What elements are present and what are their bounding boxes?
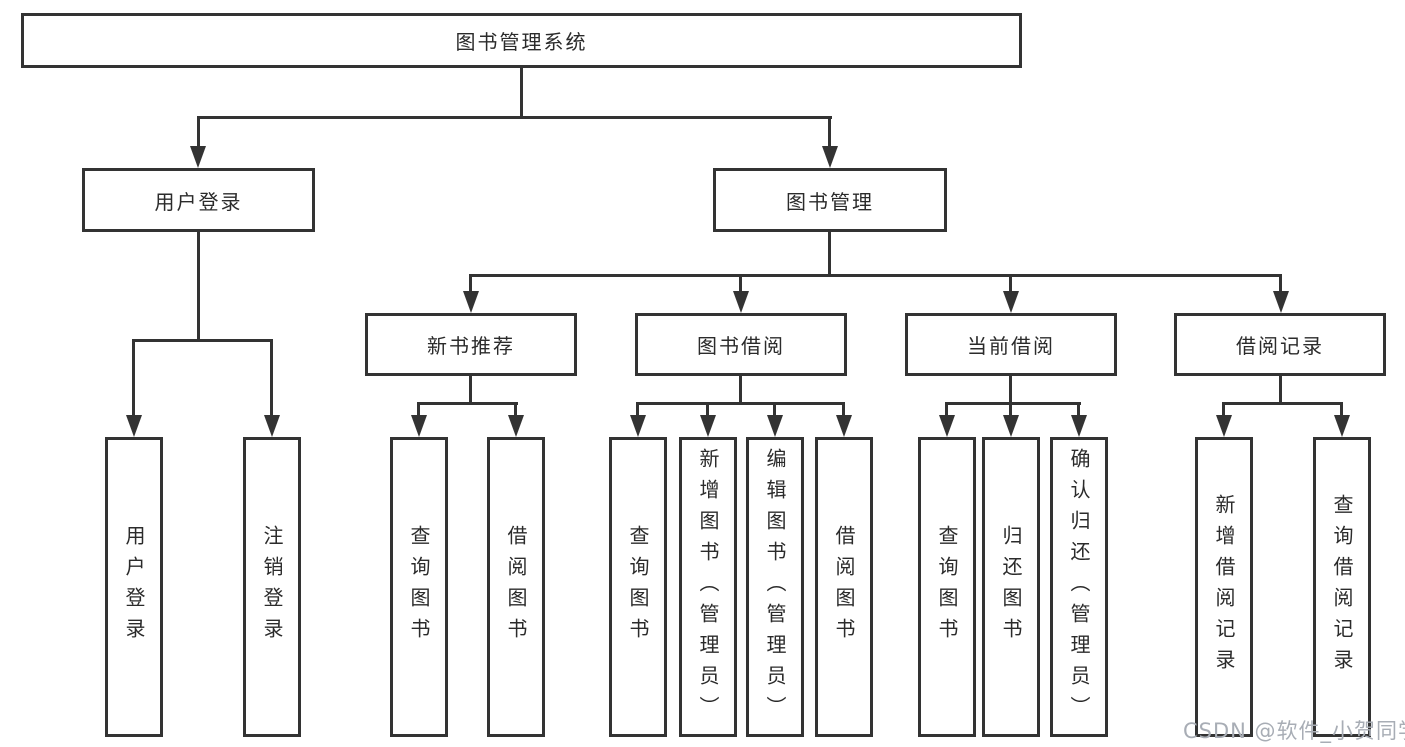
- connector-line: [1222, 402, 1225, 420]
- connector-line: [417, 402, 518, 405]
- arrow-head-icon: [939, 415, 955, 437]
- node-new-book-recommend: 新书推荐: [365, 313, 577, 376]
- leaf-query-books-recommend: 查询图书: [390, 437, 448, 737]
- arrow-head-icon: [1216, 415, 1232, 437]
- connector-line: [1009, 376, 1012, 405]
- leaf-borrow-books: 借阅图书: [815, 437, 873, 737]
- leaf-query-books-current: 查询图书: [918, 437, 976, 737]
- connector-line: [945, 402, 1081, 405]
- node-current-borrow: 当前借阅: [905, 313, 1117, 376]
- arrow-head-icon: [836, 415, 852, 437]
- node-label: 查询图书: [626, 525, 650, 649]
- node-label: 借阅图书: [504, 525, 528, 649]
- arrow-head-icon: [508, 415, 524, 437]
- node-label: 查询图书: [935, 525, 959, 649]
- leaf-query-books-borrow: 查询图书: [609, 437, 667, 737]
- connector-line: [417, 402, 420, 420]
- node-label: 注销登录: [260, 525, 284, 649]
- csdn-watermark: CSDN @软件_小贺同学: [1183, 719, 1405, 743]
- node-book-borrow: 图书借阅: [635, 313, 847, 376]
- node-label: 查询借阅记录: [1330, 494, 1354, 680]
- node-label: 归还图书: [999, 525, 1023, 649]
- connector-line: [828, 116, 831, 150]
- connector-line: [706, 402, 709, 420]
- arrow-head-icon: [126, 415, 142, 437]
- connector-line: [739, 376, 742, 405]
- node-label: 借阅图书: [832, 525, 856, 649]
- connector-line: [469, 274, 1282, 277]
- arrow-head-icon: [700, 415, 716, 437]
- node-book-management: 图书管理: [713, 168, 947, 232]
- arrow-head-icon: [463, 291, 479, 313]
- connector-line: [1340, 402, 1343, 420]
- connector-line: [1009, 274, 1012, 294]
- connector-line: [469, 274, 472, 294]
- connector-line: [842, 402, 845, 420]
- arrow-head-icon: [1003, 415, 1019, 437]
- leaf-add-books-admin: 新增图书（管理员）: [679, 437, 737, 737]
- node-user-login: 用户登录: [82, 168, 315, 232]
- connector-line: [828, 232, 831, 277]
- node-label: 图书借阅: [697, 334, 785, 358]
- connector-line: [1279, 274, 1282, 294]
- node-label: 借阅记录: [1236, 334, 1324, 358]
- node-label: 图书管理: [786, 189, 874, 214]
- leaf-query-borrow-record: 查询借阅记录: [1313, 437, 1371, 737]
- connector-line: [132, 339, 273, 342]
- leaf-return-books: 归还图书: [982, 437, 1040, 737]
- connector-line: [1279, 376, 1282, 405]
- node-label: 新增图书（管理员）: [696, 447, 720, 727]
- arrow-head-icon: [733, 291, 749, 313]
- arrow-head-icon: [1003, 291, 1019, 313]
- arrow-head-icon: [767, 415, 783, 437]
- connector-line: [773, 402, 776, 420]
- node-label: 编辑图书（管理员）: [763, 447, 787, 727]
- node-library-management-system: 图书管理系统: [21, 13, 1022, 68]
- connector-line: [132, 339, 135, 417]
- node-label: 新书推荐: [427, 334, 515, 358]
- connector-line: [739, 274, 742, 294]
- connector-line: [945, 402, 948, 420]
- connector-line: [520, 68, 523, 118]
- node-label: 用户登录: [122, 525, 146, 649]
- connector-line: [197, 116, 832, 119]
- leaf-user-login: 用户登录: [105, 437, 163, 737]
- connector-line: [1077, 402, 1080, 420]
- connector-line: [270, 339, 273, 417]
- connector-line: [469, 376, 472, 405]
- node-borrow-records: 借阅记录: [1174, 313, 1386, 376]
- arrow-head-icon: [190, 146, 206, 168]
- arrow-head-icon: [630, 415, 646, 437]
- node-label: 当前借阅: [967, 334, 1055, 358]
- arrow-head-icon: [411, 415, 427, 437]
- leaf-confirm-return-admin: 确认归还（管理员）: [1050, 437, 1108, 737]
- connector-line: [514, 402, 517, 420]
- leaf-logout-login: 注销登录: [243, 437, 301, 737]
- arrow-head-icon: [264, 415, 280, 437]
- connector-line: [1222, 402, 1343, 405]
- connector-line: [636, 402, 639, 420]
- node-label: 查询图书: [407, 525, 431, 649]
- leaf-borrow-books-recommend: 借阅图书: [487, 437, 545, 737]
- node-label: 用户登录: [154, 189, 243, 214]
- connector-line: [197, 232, 200, 340]
- node-label: 图书管理系统: [455, 30, 588, 54]
- node-label: 确认归还（管理员）: [1067, 447, 1091, 727]
- node-label: 新增借阅记录: [1212, 494, 1236, 680]
- connector-line: [1009, 402, 1012, 420]
- arrow-head-icon: [1071, 415, 1087, 437]
- arrow-head-icon: [1334, 415, 1350, 437]
- connector-line: [197, 116, 200, 150]
- arrow-head-icon: [822, 146, 838, 168]
- leaf-edit-books-admin: 编辑图书（管理员）: [746, 437, 804, 737]
- connector-line: [636, 402, 845, 405]
- leaf-add-borrow-record: 新增借阅记录: [1195, 437, 1253, 737]
- arrow-head-icon: [1273, 291, 1289, 313]
